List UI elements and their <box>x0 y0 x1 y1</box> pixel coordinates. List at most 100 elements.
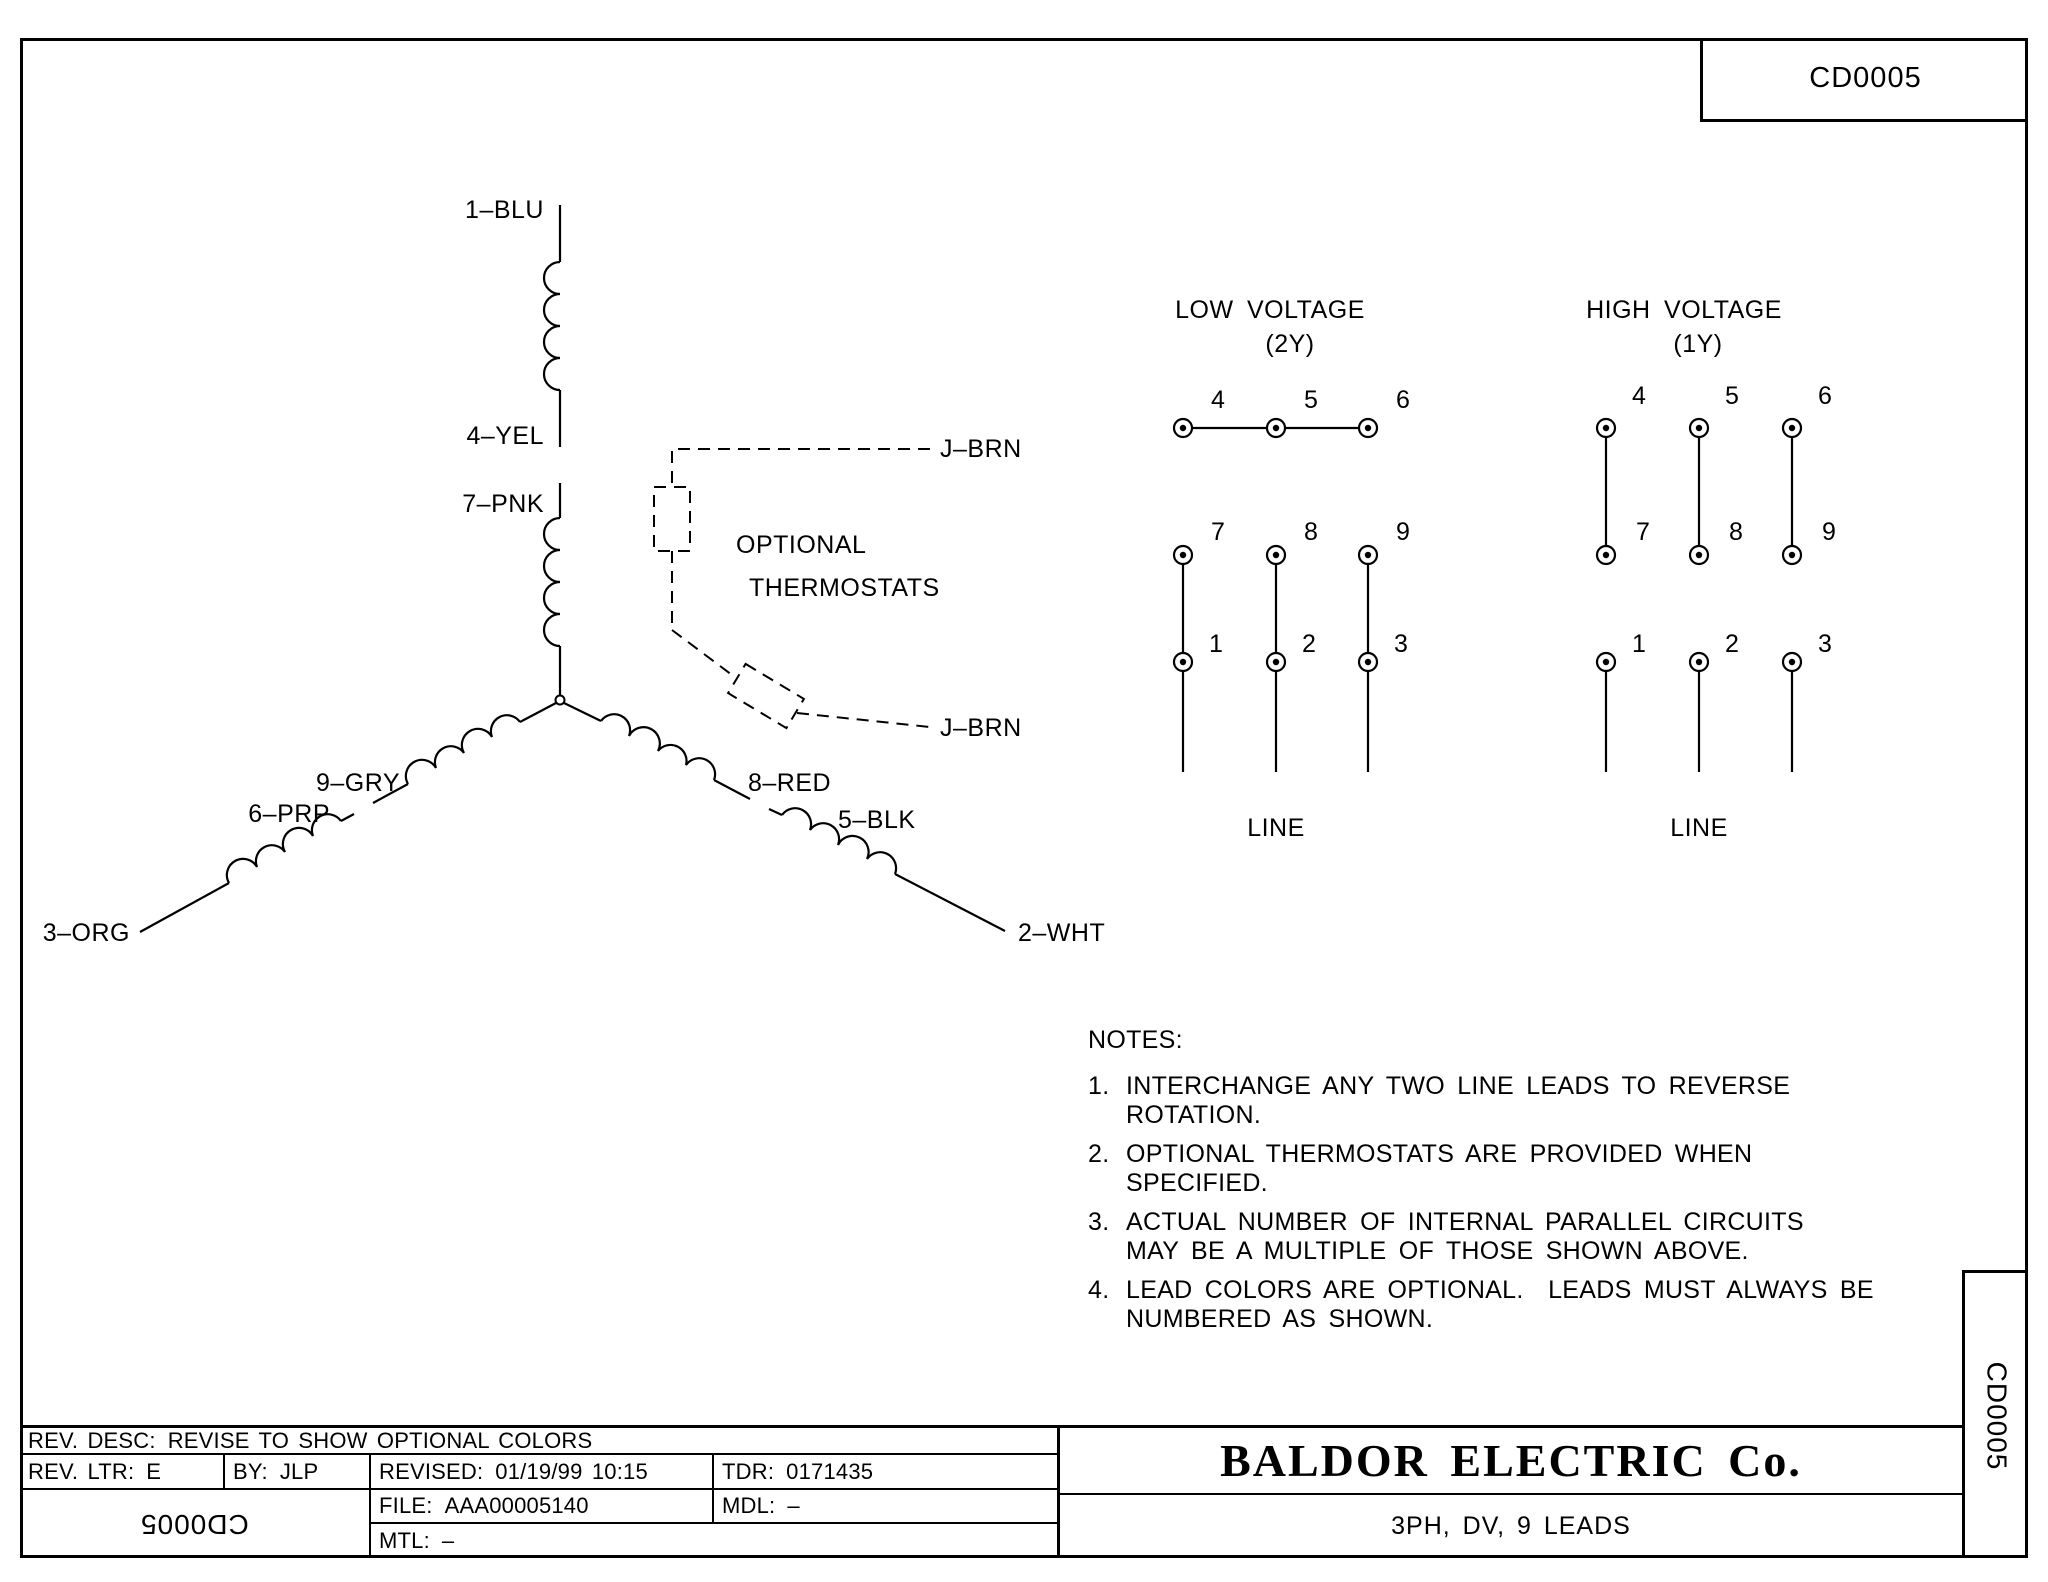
hv-terminal-6-dot <box>1788 424 1796 432</box>
lv-terminal-8-dot <box>1272 551 1280 559</box>
file-value: AAA00005140 <box>444 1493 589 1518</box>
rev-desc-value: REVISE TO SHOW OPTIONAL COLORS <box>167 1428 593 1453</box>
note-number: 3. <box>1088 1207 1110 1236</box>
wire-lead8 <box>713 779 751 800</box>
low-voltage-diagram: LOW VOLTAGE (2Y) 4 5 <box>1172 296 1410 842</box>
doc-number: CD0005 <box>1809 62 1922 94</box>
sheet-border <box>20 38 2028 1558</box>
file-row: FILE: AAA00005140 MDL: – <box>371 1490 1057 1524</box>
mtl-row: MTL: – <box>371 1524 1057 1558</box>
note-line: NUMBERED AS SHOWN. <box>1126 1305 1434 1333</box>
thermostat-diag-wire <box>671 629 737 679</box>
note-item-4: 4. LEAD COLORS ARE OPTIONAL. LEADS MUST … <box>1088 1276 1874 1335</box>
thermostat-1 <box>653 486 691 552</box>
mtl-label: MTL: <box>379 1528 430 1553</box>
lead-9-label: 9–GRY <box>316 769 400 797</box>
lead-6-label: 6–PRP <box>248 800 330 828</box>
hv-label-9: 9 <box>1822 518 1836 546</box>
hv-terminal-9-dot <box>1788 551 1796 559</box>
lv-terminal-3-dot <box>1364 658 1372 666</box>
hv-terminal-5-dot <box>1695 424 1703 432</box>
note-text: INTERCHANGE ANY TWO LINE LEADS TO REVERS… <box>1126 1072 1790 1131</box>
hv-terminal-8-dot <box>1695 551 1703 559</box>
wire-star-8a <box>563 702 602 722</box>
lead-7-label: 7–PNK <box>462 490 544 518</box>
hv-label-2: 2 <box>1725 630 1739 658</box>
lv-label-8: 8 <box>1304 518 1318 546</box>
lead-5-label: 5–BLK <box>838 806 916 834</box>
hv-terminal-4-dot <box>1602 424 1610 432</box>
tdr-value: 0171435 <box>786 1458 874 1484</box>
lv-label-7: 7 <box>1211 518 1225 546</box>
lv-terminal-7-dot <box>1179 551 1187 559</box>
mtl-value: – <box>441 1528 455 1553</box>
lv-label-5: 5 <box>1304 386 1318 414</box>
note-line: ACTUAL NUMBER OF INTERNAL PARALLEL CIRCU… <box>1126 1207 1804 1236</box>
rev-desc-label: REV. DESC: <box>28 1428 156 1453</box>
hv-line-label: LINE <box>1670 814 1728 842</box>
doc-number-vertical: CD0005 <box>1981 1361 2013 1470</box>
lv-terminal-2-dot <box>1272 658 1280 666</box>
hv-label-7: 7 <box>1636 518 1650 546</box>
lv-label-4: 4 <box>1211 386 1225 414</box>
lv-label-3: 3 <box>1394 630 1408 658</box>
coil-6-3 <box>225 813 342 884</box>
coil-9-star <box>404 714 521 785</box>
note-line: OPTIONAL THERMOSTATS ARE PROVIDED WHEN <box>1126 1139 1753 1168</box>
note-item-1: 1. INTERCHANGE ANY TWO LINE LEADS TO REV… <box>1088 1072 1874 1131</box>
rev-desc-row: REV. DESC: REVISE TO SHOW OPTIONAL COLOR… <box>20 1428 1057 1455</box>
mdl-value: – <box>787 1493 800 1518</box>
lead-4-label: 4–YEL <box>466 422 544 450</box>
hv-label-5: 5 <box>1725 382 1739 410</box>
lv-label-9: 9 <box>1396 518 1410 546</box>
optional-caption: OPTIONAL <box>736 531 866 559</box>
hv-label-4: 4 <box>1632 382 1646 410</box>
lv-label-6: 6 <box>1396 386 1410 414</box>
file-cell: FILE: AAA00005140 <box>371 1490 714 1522</box>
thermostats-caption: THERMOSTATS <box>749 574 940 602</box>
mdl-cell: MDL: – <box>714 1490 1057 1522</box>
doc-number-flipped-cell: CD0005 <box>20 1490 371 1558</box>
title-block: REV. DESC: REVISE TO SHOW OPTIONAL COLOR… <box>20 1425 1962 1558</box>
tdr-label: TDR: <box>722 1458 775 1484</box>
wire-star-9a <box>519 702 557 723</box>
lead-3-label: 3–ORG <box>43 919 130 947</box>
note-line: LEAD COLORS ARE OPTIONAL. LEADS MUST ALW… <box>1126 1275 1874 1304</box>
note-line: MAY BE A MULTIPLE OF THOSE SHOWN ABOVE. <box>1126 1237 1749 1265</box>
wire-lead3 <box>139 882 230 933</box>
notes-heading: NOTES: <box>1088 1026 1183 1054</box>
mtl-cell: MTL: – <box>371 1524 1057 1558</box>
hv-terminal-labels: 4 5 6 7 8 9 1 2 3 <box>1632 382 1836 658</box>
lv-terminal-4-dot <box>1179 424 1187 432</box>
revised-value: 01/19/99 10:15 <box>495 1458 648 1484</box>
coil-1-4 <box>542 260 561 392</box>
note-text: LEAD COLORS ARE OPTIONAL. LEADS MUST ALW… <box>1126 1276 1874 1335</box>
hv-terminal-2-dot <box>1695 658 1703 666</box>
tdr-cell: TDR: 0171435 <box>714 1455 1057 1488</box>
company-name: BALDOR ELECTRIC Co. <box>1060 1428 1962 1495</box>
rev-ltr-label: REV. LTR: <box>28 1458 135 1484</box>
by-value: JLP <box>279 1458 319 1484</box>
note-line: ROTATION. <box>1126 1101 1262 1129</box>
hv-label-6: 6 <box>1818 382 1832 410</box>
coil-5-2 <box>781 807 898 875</box>
title-block-revision-area: REV. DESC: REVISE TO SHOW OPTIONAL COLOR… <box>20 1428 1060 1558</box>
note-number: 4. <box>1088 1275 1110 1304</box>
doc-number-box: CD0005 <box>1700 38 2028 122</box>
mdl-label: MDL: <box>722 1493 776 1518</box>
hv-terminals <box>1595 417 1803 673</box>
hv-label-8: 8 <box>1729 518 1743 546</box>
jbrn-top-label: J–BRN <box>940 435 1022 463</box>
drawing-description: 3PH, DV, 9 LEADS <box>1391 1512 1631 1540</box>
rev-ltr-cell: REV. LTR: E <box>20 1455 225 1488</box>
wire-lead9 <box>372 783 409 804</box>
lv-label-1: 1 <box>1209 630 1223 658</box>
lv-terminal-5-dot <box>1272 424 1280 432</box>
note-item-2: 2. OPTIONAL THERMOSTATS ARE PROVIDED WHE… <box>1088 1140 1874 1199</box>
lv-line-label: LINE <box>1247 814 1305 842</box>
wye-windings <box>139 205 1006 933</box>
lv-terminal-labels: 4 5 6 7 8 9 1 2 3 <box>1209 386 1410 658</box>
hv-label-3: 3 <box>1818 630 1832 658</box>
